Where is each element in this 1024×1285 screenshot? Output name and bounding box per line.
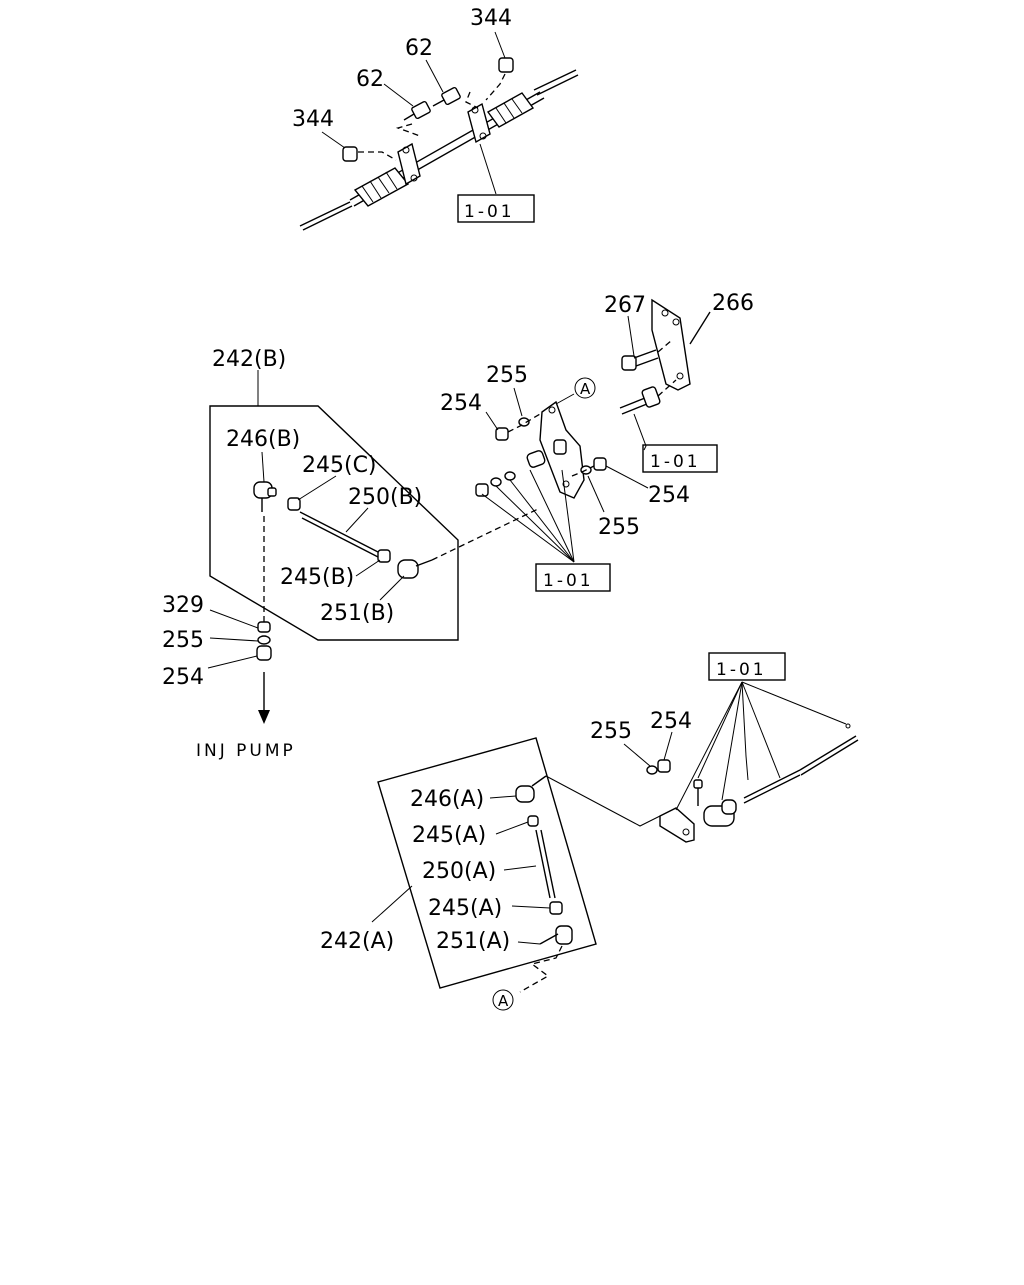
ref-box-top (457, 194, 535, 223)
rod-250a (535, 829, 556, 899)
label-242b: 242(B) (212, 347, 286, 372)
label-250a: 250(A) (422, 859, 496, 884)
box-242b (209, 405, 459, 641)
label-255-right: 255 (598, 515, 640, 540)
nut-344-left (342, 146, 358, 162)
nut-254-mid (495, 427, 509, 441)
label-255-mid: 255 (486, 363, 528, 388)
washer-255-low (646, 765, 658, 775)
label-242a: 242(A) (320, 929, 394, 954)
label-254-mid: 254 (440, 391, 482, 416)
label-62-top: 62 (405, 36, 433, 61)
label-250b: 250(B) (348, 485, 422, 510)
label-344-top: 344 (470, 6, 512, 31)
ref-box-lower (708, 652, 786, 681)
label-62-left: 62 (356, 67, 384, 92)
label-251a: 251(A) (436, 929, 510, 954)
nut-245a-top (527, 815, 539, 827)
ref-box-mid-center (535, 563, 611, 592)
washer-255-mid (518, 417, 530, 427)
right-flange (467, 102, 491, 144)
label-267: 267 (604, 293, 646, 318)
label-245a-1: 245(A) (412, 823, 486, 848)
label-245b: 245(B) (280, 565, 354, 590)
nut-245a-bottom (549, 901, 563, 915)
ball-joint-251a (539, 925, 573, 945)
label-329: 329 (162, 593, 204, 618)
lever-plate (526, 400, 585, 499)
ref-box-mid-right (642, 444, 718, 473)
bracket-266 (651, 298, 711, 391)
nut-344-right (498, 57, 514, 73)
nut-245c (287, 497, 301, 511)
inj-pump-arrowhead (258, 710, 270, 724)
ball-joint-246a (515, 775, 547, 803)
nut-254-low (657, 759, 671, 773)
stack-329-255-254 (256, 621, 272, 661)
left-flange (397, 142, 421, 186)
circle-a-bottom (492, 989, 514, 1011)
label-266: 266 (712, 291, 754, 316)
nut-245b (377, 549, 391, 563)
label-255-low: 255 (590, 719, 632, 744)
bolt-62-right (432, 86, 461, 107)
link-251a-to-a (519, 945, 563, 993)
label-246b: 246(B) (226, 427, 300, 452)
rod-250b (299, 511, 381, 559)
label-344-left: 344 (292, 107, 334, 132)
circle-a-top-letter: A (580, 380, 591, 398)
washer-stack-mid (475, 471, 516, 497)
label-245c: 245(C) (302, 453, 377, 478)
bolt-62-left (403, 100, 431, 121)
label-254-left: 254 (162, 665, 204, 690)
label-245a-2: 245(A) (428, 896, 502, 921)
label-254-right: 254 (648, 483, 690, 508)
ball-joint-251b (397, 559, 433, 579)
box-242a (377, 737, 597, 989)
nut-254-right (593, 457, 607, 471)
circle-a-top (574, 377, 596, 399)
label-251b: 251(B) (320, 601, 394, 626)
ref-label-top: 1-01 (464, 202, 515, 222)
label-255-left: 255 (162, 628, 204, 653)
circle-a-bottom-letter: A (498, 992, 509, 1010)
inj-pump-label: INJ PUMP (196, 741, 296, 761)
label-254-low: 254 (650, 709, 692, 734)
left-boot (353, 167, 410, 207)
ref-label-mid-right: 1-01 (650, 452, 701, 472)
link-251b-to-plate (431, 507, 541, 561)
right-boot (486, 92, 535, 128)
ref-label-lower: 1-01 (716, 660, 767, 680)
control-cable-assembly (299, 31, 579, 231)
ref-label-mid-center: 1-01 (543, 571, 594, 591)
stud-bolt (619, 379, 677, 451)
label-246a: 246(A) (410, 787, 484, 812)
ball-joint-246b (253, 481, 277, 512)
lower-linkage (659, 723, 859, 843)
bolt-267 (621, 315, 673, 371)
